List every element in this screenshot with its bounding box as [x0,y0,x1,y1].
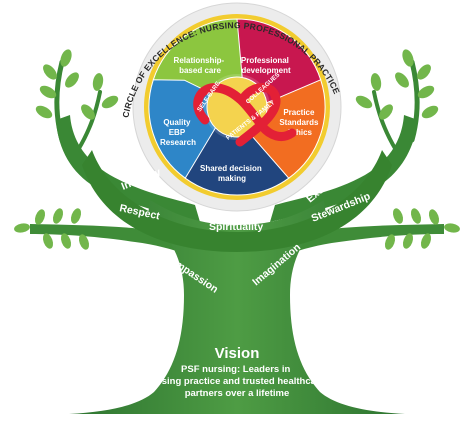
segment-label-relationship: Relationship- based care [174,56,227,75]
circle-of-excellence: CIRCLE OF EXCELLENCE: NURSING PROFESSION… [0,0,343,212]
segment-relationship [152,18,247,94]
leaf [70,208,82,224]
leaf [417,85,435,99]
left-twig-2 [76,90,102,152]
segment-label-professional-development: Professional development [241,56,291,75]
leaf [60,233,72,249]
left-twig [54,59,65,143]
leaf [355,95,373,109]
segment-label-quality: Quality EBP Research [160,118,196,147]
leaf [60,49,72,67]
ribbon-loop-right [235,83,281,147]
leaf [370,73,382,91]
leaf [402,233,414,249]
ribbon-loop [193,83,297,141]
leaf [43,64,57,80]
vision-statement: PSF nursing: Leaders in nursing practice… [146,364,327,399]
segment-label-shared-decision: Shared decision making [200,164,264,183]
leaf [34,209,46,225]
value-spirituality: Spirituality [209,221,263,233]
value-integrity: Integrity [120,166,163,193]
leaf [39,85,57,99]
leaf [35,105,53,119]
leaf [420,233,432,249]
leaf [421,105,439,119]
leaf [101,95,119,109]
leaf [410,208,422,224]
leaf [417,64,431,80]
leaf [52,208,64,224]
leaf [78,234,90,250]
segment-label-practice-standards: Practice Standards Ethics [279,108,320,137]
leaf [384,234,396,250]
leaf [395,72,409,88]
leaf [444,223,460,233]
right-twig-2 [372,90,398,152]
leaf [392,208,404,224]
awareness-ribbon [193,83,297,147]
leaf [402,49,414,67]
crown-band [82,150,392,252]
trunk [69,200,405,414]
leaf [65,72,79,88]
vision-title: Vision [215,345,260,362]
tree [30,59,444,414]
leaf [428,209,440,225]
leaves [14,49,460,250]
leaf [42,233,54,249]
segment-shared-decision [184,127,290,196]
leaf [14,223,30,233]
leaf [92,73,104,91]
leaf [81,104,95,120]
right-twig [409,59,420,143]
leaf [379,104,393,120]
